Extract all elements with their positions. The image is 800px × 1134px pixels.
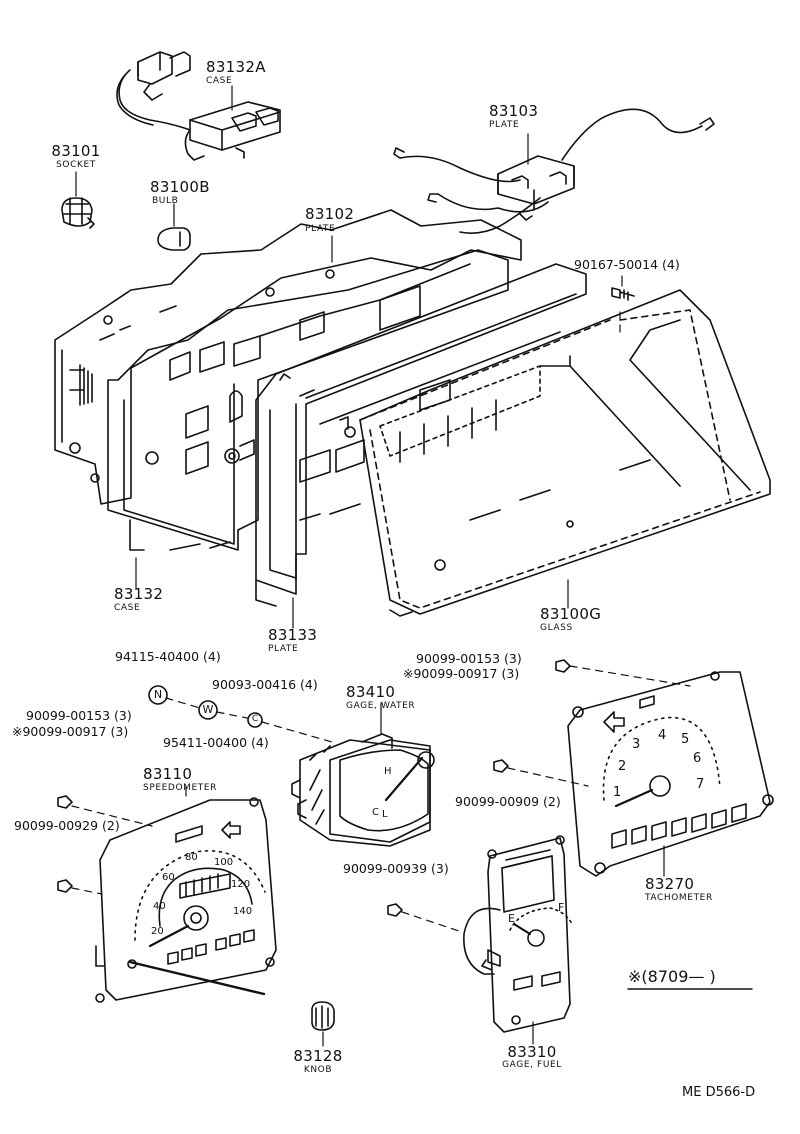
tach-tick-1: 1 (613, 785, 622, 800)
fuel-gauge-drawing (463, 835, 573, 1033)
part-number-83101: 83101 (51, 142, 101, 160)
clip-symbol-letter: C (251, 714, 259, 724)
production-note: ※(8709— ) (628, 969, 716, 985)
speedo-tick-80: 80 (185, 852, 198, 863)
fastener-drawings (57, 287, 635, 917)
part-number-83132: 83132 (114, 585, 164, 603)
fastener-tach-side: 90099-00909 (2) (455, 794, 561, 809)
speedo-tick-120: 120 (231, 879, 251, 890)
socket-drawing (61, 197, 95, 229)
speedo-tick-20: 20 (151, 926, 164, 937)
part-number-83100b: 83100B (150, 178, 210, 196)
part-number-83102: 83102 (305, 205, 355, 223)
part-name-case-frame: CASE (114, 603, 141, 613)
dashed-guide-lines (71, 311, 691, 933)
part-name-knob: KNOB (303, 1065, 333, 1075)
wiring-plate-drawing (393, 108, 715, 234)
fastener-speedo-bottom: 90099-00929 (2) (14, 818, 120, 833)
nut-symbol-letter: N (153, 688, 163, 701)
fastener-nut: 94115-40400 (4) (115, 649, 221, 664)
tach-tick-6: 6 (693, 751, 702, 766)
water-cold-mark: C (372, 807, 379, 818)
knob-drawing (311, 1001, 335, 1031)
part-name-wiring-plate: PLATE (489, 120, 520, 130)
circuit-plate-drawing (54, 209, 522, 505)
note-symbol: ※ (628, 967, 642, 986)
part-name-circuit-plate: PLATE (305, 224, 336, 234)
part-name-fuel-gauge: GAGE, FUEL (502, 1060, 562, 1070)
speedo-tick-100: 100 (214, 857, 234, 868)
fuel-empty-mark: E (508, 912, 515, 925)
part-name-tachometer: TACHOMETER (645, 893, 713, 903)
fastener-speedo-top-a: 90099-00153 (3) (26, 708, 132, 723)
tach-tick-3: 3 (632, 737, 641, 752)
fastener-washer-w: 95411-00400 (4) (163, 735, 269, 750)
part-number-83132a: 83132A (206, 58, 266, 76)
part-number-83128: 83128 (293, 1047, 343, 1065)
glass-drawing (359, 289, 771, 617)
fuel-full-mark: F (558, 901, 565, 914)
case-frame-drawing (107, 249, 509, 551)
display-plate-drawing (255, 263, 587, 607)
leader-lines (75, 85, 665, 1047)
part-number-83103: 83103 (489, 102, 539, 120)
tachometer-drawing (567, 671, 774, 877)
fastener-screw-plate: 90167-50014 (4) (574, 257, 680, 272)
note-text: (8709— ) (641, 967, 716, 986)
speedo-tick-140: 140 (233, 906, 253, 917)
fastener-washer-c: 90093-00416 (4) (212, 677, 318, 692)
part-name-water-gauge: GAGE, WATER (346, 701, 416, 711)
part-number-83110: 83110 (143, 765, 193, 783)
fastener-tach-top-b: ※90099-00917 (3) (403, 666, 520, 681)
part-number-83270: 83270 (645, 875, 695, 893)
part-number-83310: 83310 (507, 1043, 557, 1061)
part-name-display-plate: PLATE (268, 644, 299, 654)
washer-symbol-letter: W (202, 703, 214, 716)
part-name-glass: GLASS (540, 623, 573, 633)
bulb-drawing (157, 227, 191, 251)
fastener-tach-top-a: 90099-00153 (3) (416, 651, 522, 666)
nut-symbol (148, 685, 168, 705)
water-gauge-drawing (291, 733, 435, 847)
washer-symbol (198, 700, 218, 720)
tach-tick-5: 5 (681, 732, 690, 747)
part-name-speedometer: SPEEDOMETER (143, 783, 218, 793)
fastener-fuel-screw: 90099-00939 (3) (343, 861, 449, 876)
part-number-83100g: 83100G (540, 605, 602, 623)
water-low-mark: L (382, 809, 388, 820)
part-name-bulb: BULB (152, 196, 179, 206)
speedometer-drawing (95, 797, 277, 1003)
tach-tick-7: 7 (696, 777, 705, 792)
tach-tick-2: 2 (618, 759, 627, 774)
tach-tick-4: 4 (658, 728, 667, 743)
part-number-83133: 83133 (268, 626, 318, 644)
speedo-tick-60: 60 (162, 872, 175, 883)
speedo-tick-40: 40 (153, 901, 166, 912)
fastener-speedo-top-b: ※90099-00917 (3) (12, 724, 129, 739)
part-name-case-connector: CASE (206, 76, 233, 86)
water-hot-mark: H (384, 766, 392, 777)
part-number-83410: 83410 (346, 683, 396, 701)
part-name-socket: SOCKET (56, 160, 96, 170)
clip-symbol (247, 712, 263, 728)
case-connector-drawing (116, 51, 281, 161)
diagram-id: ME D566-D (682, 1085, 756, 1100)
